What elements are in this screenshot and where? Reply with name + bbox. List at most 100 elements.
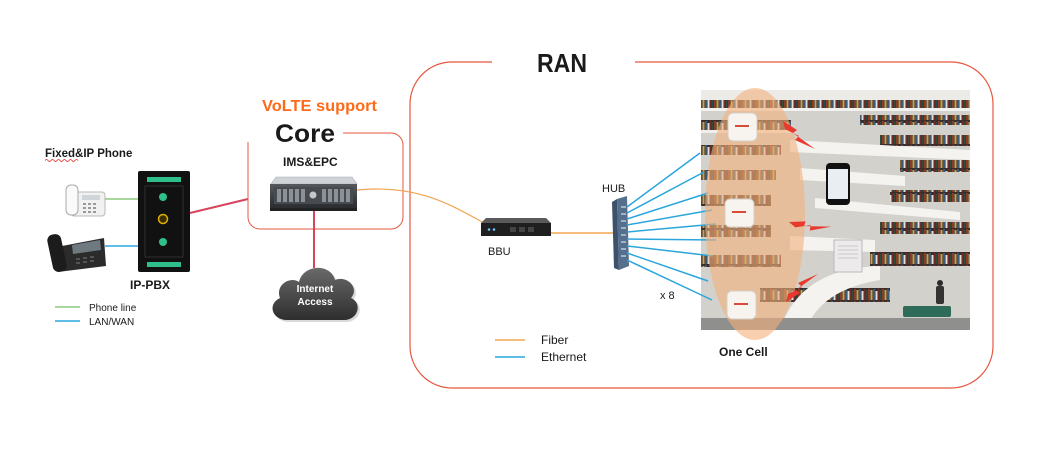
ethernet-link [626,245,714,257]
hub-port [621,206,626,208]
ran-title: RAN [537,48,587,78]
bookshelf-row [860,115,970,125]
ethernet-link [626,238,717,241]
bookshelf-row [900,160,970,172]
bbu-top [481,218,551,223]
hub-device-icon [612,196,629,270]
bench [903,306,951,317]
volte-support-label: VoLTE support [262,98,378,115]
ran-legend: Fiber Ethernet [495,333,587,364]
hub-label: HUB [602,183,625,195]
bbu-led [492,228,496,231]
ethernet-link [626,152,701,208]
server-drive-bays [277,189,350,202]
smartphone-screen [828,169,848,199]
desk-phone-display [82,195,100,200]
ethernet-link [626,259,713,301]
server-icon [270,176,358,211]
bookshelf-row [880,135,970,146]
ip-phone-screen [72,240,101,254]
ethernet-fan [626,152,717,301]
key [88,211,91,213]
small-cell-logo [732,211,746,213]
key [93,207,96,209]
pbx-panel [144,185,184,258]
hub-side [612,199,619,270]
drive-bay [283,189,287,202]
drive-bay [301,189,305,202]
phone-group-label: Fixed&IP Phone [45,148,132,160]
desk-phone-icon [65,184,106,217]
drive-bay [322,189,326,202]
shelf-ledge [701,108,970,111]
legend-fiber-label: Fiber [541,333,568,347]
hub-port [621,248,626,250]
pbx-status-led [159,193,167,201]
person-body [936,286,944,304]
small-cell-icon [727,112,758,142]
hub-port [621,227,626,229]
key [83,207,86,209]
key [83,261,87,263]
ims-epc-label: IMS&EPC [283,155,338,169]
lightning-bolt-icon [789,221,832,231]
drive-bay [334,189,338,202]
key [90,260,94,262]
one-cell-label: One Cell [719,345,768,359]
curved-staircase [780,266,880,330]
ip-phone-icon [47,234,106,272]
drive-bay [340,189,344,202]
bbu-port [519,227,525,232]
drive-bay [295,189,299,202]
ethernet-link [626,171,705,214]
pbx-link-led [159,238,167,246]
pbx-core-link [189,198,249,214]
hub-port [621,234,626,236]
smartphone-icon [826,163,850,205]
desk-phone-handset [65,184,79,216]
bbu-led [487,228,491,231]
pbx-label: IP-PBX [130,278,170,292]
core-bbu-fiber [356,188,487,225]
lightning-bolt-icon [783,121,815,149]
small-cell-icon [726,290,757,320]
ip-phone-keypad [76,256,94,264]
pbx-bottom-light [147,262,181,267]
hub-port [621,220,626,222]
bbu-device-icon [481,218,551,236]
bookshelf-row [701,100,970,108]
cpe-vents [838,245,858,259]
key [93,211,96,213]
person-head [937,280,943,286]
key [90,256,94,258]
server-base [270,208,357,211]
small-cell-logo [734,303,748,305]
one-cell-highlight [705,88,805,340]
small-cell-icon [724,198,755,228]
key [83,257,87,259]
bbu-port [528,227,534,232]
ethernet-link [626,252,709,282]
cloud-icon: Internet Access [272,267,360,323]
ethernet-link [626,192,709,220]
drive-bay [277,189,281,202]
server-logo [309,191,317,199]
hub-port [621,255,626,257]
drive-bay [346,189,350,202]
hub-port [621,213,626,215]
key [83,203,86,205]
drive-bay [328,189,332,202]
key [76,262,80,264]
core-title: Core [275,120,335,148]
ethernet-link [626,209,713,226]
small-cell-logo [735,125,749,127]
photo-ceiling [701,90,970,100]
legend-phone-line-label: Phone line [89,303,137,314]
cpe-box-icon [833,239,863,273]
hub-ports [621,206,626,257]
key [88,203,91,205]
ip-phone-handset [47,234,67,272]
lightning-bolt-icon [786,274,818,302]
